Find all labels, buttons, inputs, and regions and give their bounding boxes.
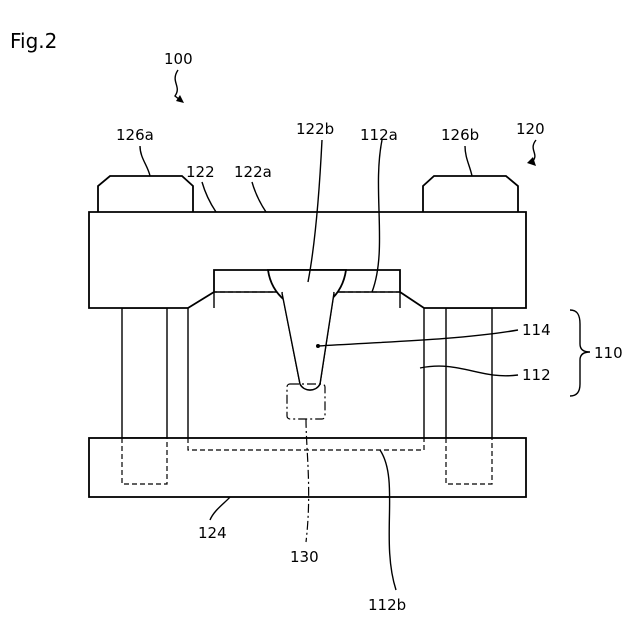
label-126b: 126b — [441, 126, 479, 144]
label-122: 122 — [186, 163, 215, 181]
label-112: 112 — [522, 366, 551, 384]
label-114: 114 — [522, 321, 551, 339]
label-122b: 122b — [296, 120, 334, 138]
label-112a: 112a — [360, 126, 398, 144]
label-122a: 122a — [234, 163, 272, 181]
label-124: 124 — [198, 524, 227, 542]
label-112b: 112b — [368, 596, 406, 614]
label-130: 130 — [290, 548, 319, 566]
lower-plate — [89, 438, 526, 497]
label-100: 100 — [164, 50, 193, 68]
figure-caption: Fig.2 — [10, 29, 57, 53]
label-110: 110 — [594, 344, 623, 362]
label-120: 120 — [516, 120, 545, 138]
label-126a: 126a — [116, 126, 154, 144]
